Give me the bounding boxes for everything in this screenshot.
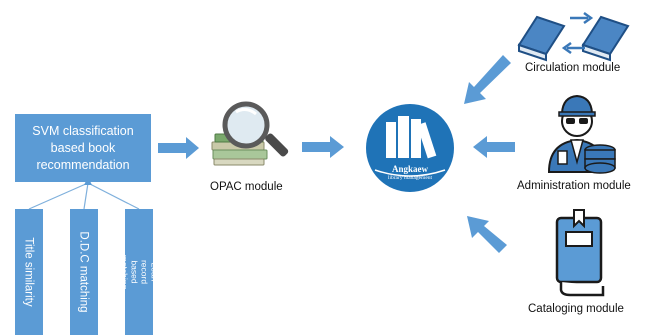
svm-box-line3: recommendation: [36, 157, 130, 172]
circulation-module-label: Circulation module: [525, 62, 621, 74]
arrow-circulation-to-hub: [464, 55, 511, 104]
hub-title: Angkaew: [391, 164, 428, 174]
ddc-matching-box: D.D.C matching: [70, 209, 98, 335]
loan-record-matching-label: Loan record based matching: [119, 254, 159, 290]
title-similarity-box: Title similarity: [15, 209, 43, 335]
exchange-books-icon: [517, 11, 630, 62]
admin-database-icon: [547, 94, 616, 174]
ddc-matching-label: D.D.C matching: [78, 231, 91, 313]
library-books-icon: [366, 104, 454, 192]
arrow-opac-to-hub: [302, 136, 344, 158]
arrow-admin-to-hub: [473, 136, 515, 158]
cataloging-module-label: Cataloging module: [528, 303, 624, 315]
loan-record-matching-box: Loan record based matching: [119, 209, 159, 335]
catalog-book-icon: [555, 209, 605, 297]
title-similarity-label: Title similarity: [23, 237, 35, 307]
svm-box-line2: based book: [50, 140, 116, 155]
opac-module-label: OPAC module: [210, 181, 283, 193]
magnifier-books-icon: [211, 101, 289, 166]
arrow-svm-to-opac: [158, 137, 199, 159]
arrow-cataloging-to-hub: [467, 216, 507, 253]
svm-recommendation-box: SVM classification based book recommenda…: [15, 114, 151, 182]
administration-module-label: Administration module: [517, 180, 631, 192]
hub-subtitle: library management: [387, 175, 433, 181]
svm-box-line1: SVM classification: [32, 123, 134, 138]
